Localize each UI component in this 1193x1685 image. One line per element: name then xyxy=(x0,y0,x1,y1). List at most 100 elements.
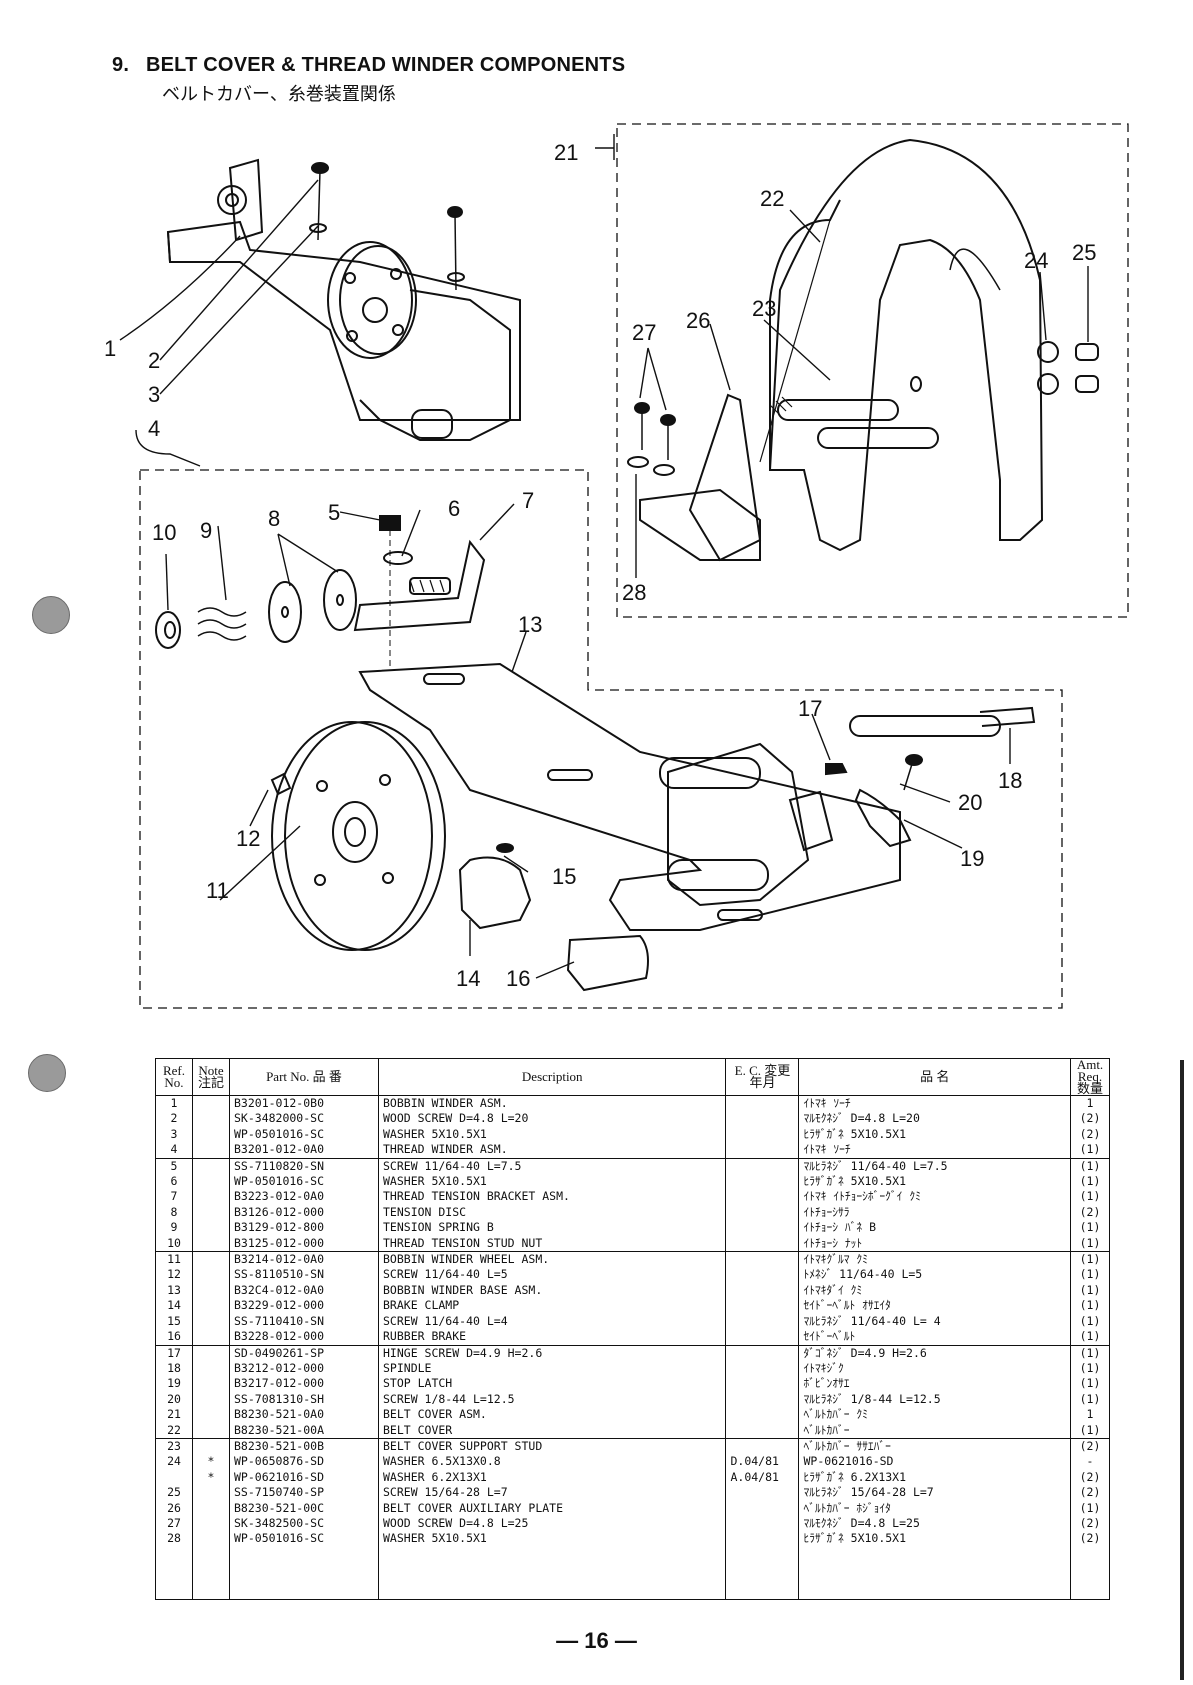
table-header-row: Ref. No. Note 注記 Part No. 品 番 Descriptio… xyxy=(155,1058,1110,1096)
cell-amt: (1) xyxy=(1070,1220,1110,1236)
cell-amt: (1) xyxy=(1070,1142,1110,1159)
belt-cover-assembly xyxy=(627,138,1099,562)
thread-winder-group-frame xyxy=(139,469,1063,1009)
cell-ref: 25 xyxy=(155,1485,193,1501)
cell-pn: WP-0501016-SC xyxy=(229,1174,379,1190)
callout-12: 12 xyxy=(236,826,260,851)
cell-desc: HINGE SCREW D=4.9 H=2.6 xyxy=(377,1345,727,1361)
cell-amt: (1) xyxy=(1070,1376,1110,1392)
empty-cell xyxy=(725,1546,800,1600)
page-number: — 16 — xyxy=(556,1628,637,1653)
cell-desc: BOBBIN WINDER BASE ASM. xyxy=(377,1282,727,1299)
cell-ec xyxy=(725,1174,800,1190)
cell-note xyxy=(192,1220,230,1236)
cell-ref xyxy=(155,1469,193,1486)
cell-ref: 26 xyxy=(155,1500,193,1516)
cell-desc: WOOD SCREW D=4.8 L=20 xyxy=(377,1111,727,1127)
cell-ec xyxy=(725,1111,800,1127)
cell-ref: 22 xyxy=(155,1422,193,1439)
cell-note xyxy=(192,1438,230,1455)
cell-amt: (2) xyxy=(1070,1531,1110,1547)
cell-jp: ｲﾄﾏｷﾀﾞｲ ｸﾐ xyxy=(798,1282,1071,1299)
cell-ref: 15 xyxy=(155,1313,193,1330)
cell-ec xyxy=(725,1407,800,1423)
cell-amt: (1) xyxy=(1070,1174,1110,1190)
cell-pn: B8230-521-00C xyxy=(229,1500,379,1516)
col-description: Description xyxy=(377,1058,727,1096)
cell-amt: - xyxy=(1070,1454,1110,1470)
cell-jp: ｲﾄﾏｷｼﾞｸ xyxy=(798,1360,1071,1377)
cell-desc: BRAKE CLAMP xyxy=(377,1298,727,1314)
cell-ref: 19 xyxy=(155,1376,193,1392)
cell-desc: TENSION DISC xyxy=(377,1204,727,1221)
cell-desc: SPINDLE xyxy=(377,1360,727,1377)
cell-ref: 14 xyxy=(155,1298,193,1314)
cell-desc: THREAD TENSION STUD NUT xyxy=(377,1235,727,1253)
cell-note xyxy=(192,1111,230,1127)
cell-ec xyxy=(725,1142,800,1159)
cell-pn: WP-0650876-SD xyxy=(229,1454,379,1470)
col-name-jp: 品 名 xyxy=(798,1058,1071,1096)
callout-18: 18 xyxy=(998,768,1022,793)
cell-note xyxy=(192,1189,230,1205)
cell-amt: (2) xyxy=(1070,1485,1110,1501)
cell-pn: WP-0621016-SD xyxy=(229,1469,379,1486)
cell-ec xyxy=(725,1282,800,1299)
cell-ec xyxy=(725,1438,800,1455)
callout-2: 2 xyxy=(148,348,160,373)
cell-note xyxy=(192,1204,230,1221)
cell-desc: RUBBER BRAKE xyxy=(377,1329,727,1346)
callout-23: 23 xyxy=(752,296,776,321)
cell-desc: SCREW 11/64-40 L=5 xyxy=(377,1267,727,1283)
callout-10: 10 xyxy=(152,520,176,545)
callout-4: 4 xyxy=(148,416,160,441)
callout-13: 13 xyxy=(518,612,542,637)
cell-amt: 1 xyxy=(1070,1407,1110,1423)
cell-amt: (1) xyxy=(1070,1158,1110,1175)
cell-ref: 20 xyxy=(155,1391,193,1408)
cell-desc: THREAD WINDER ASM. xyxy=(377,1142,727,1159)
cell-jp: ﾋﾗｻﾞｶﾞﾈ 5X10.5X1 xyxy=(798,1531,1071,1547)
callout-17: 17 xyxy=(798,696,822,721)
cell-pn: B8230-521-00A xyxy=(229,1422,379,1439)
cell-note xyxy=(192,1391,230,1408)
cell-ref: 1 xyxy=(155,1095,193,1112)
cell-pn: SS-7110410-SN xyxy=(229,1313,379,1330)
col-ec: E. C. 変更年月 xyxy=(725,1058,800,1096)
cell-jp: WP-0621016-SD xyxy=(798,1454,1071,1470)
cell-amt: (1) xyxy=(1070,1267,1110,1283)
cell-ref: 4 xyxy=(155,1142,193,1159)
empty-cell xyxy=(192,1546,230,1600)
cell-pn: WP-0501016-SC xyxy=(229,1531,379,1547)
cell-desc: STOP LATCH xyxy=(377,1376,727,1392)
cell-ref: 12 xyxy=(155,1267,193,1283)
cell-note xyxy=(192,1500,230,1516)
cell-ec xyxy=(725,1313,800,1330)
cell-ec xyxy=(725,1220,800,1236)
cell-jp: ﾀﾞｺﾞﾈｼﾞ D=4.9 H=2.6 xyxy=(798,1345,1071,1361)
callout-28: 28 xyxy=(622,580,646,605)
table-filler-row xyxy=(155,1546,1110,1600)
cell-ref: 16 xyxy=(155,1329,193,1346)
empty-cell xyxy=(229,1546,379,1600)
cell-amt: (1) xyxy=(1070,1391,1110,1408)
cell-ref: 23 xyxy=(155,1438,193,1455)
cell-desc: BELT COVER AUXILIARY PLATE xyxy=(377,1500,727,1516)
cell-amt: (2) xyxy=(1070,1204,1110,1221)
empty-cell xyxy=(377,1546,727,1600)
cell-note xyxy=(192,1485,230,1501)
cell-pn: B3214-012-0A0 xyxy=(229,1251,379,1268)
cell-ec xyxy=(725,1158,800,1175)
cell-desc: WOOD SCREW D=4.8 L=25 xyxy=(377,1515,727,1532)
cell-pn: SD-0490261-SP xyxy=(229,1345,379,1361)
cell-ec xyxy=(725,1391,800,1408)
cell-desc: BOBBIN WINDER WHEEL ASM. xyxy=(377,1251,727,1268)
page-edge-bar xyxy=(1180,1060,1184,1680)
cell-ec xyxy=(725,1376,800,1392)
